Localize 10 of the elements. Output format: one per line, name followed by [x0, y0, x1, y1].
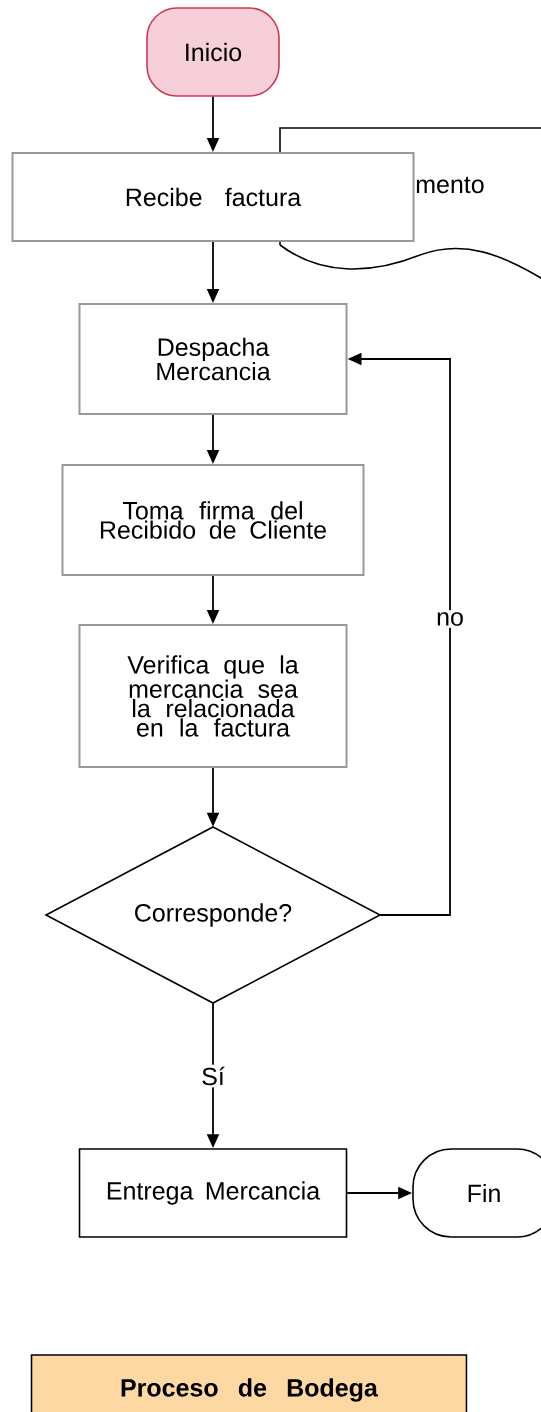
title-band: Proceso de Bodega	[30, 1354, 468, 1412]
process-box: Toma firma del Recibido de Cliente	[61, 464, 365, 576]
end-terminal: Fin	[412, 1148, 541, 1238]
process-box: Entrega Mercancia	[78, 1148, 348, 1238]
edge-label: no	[434, 610, 466, 628]
process-box: Recibe factura	[11, 152, 415, 242]
edge-label: Sí	[199, 1064, 227, 1088]
start-terminal: Inicio	[146, 7, 280, 97]
process-box: Despacha Mercancia	[78, 303, 348, 415]
process-box: Verifica que la mercancia sea la relacionada en la factura	[78, 624, 348, 768]
